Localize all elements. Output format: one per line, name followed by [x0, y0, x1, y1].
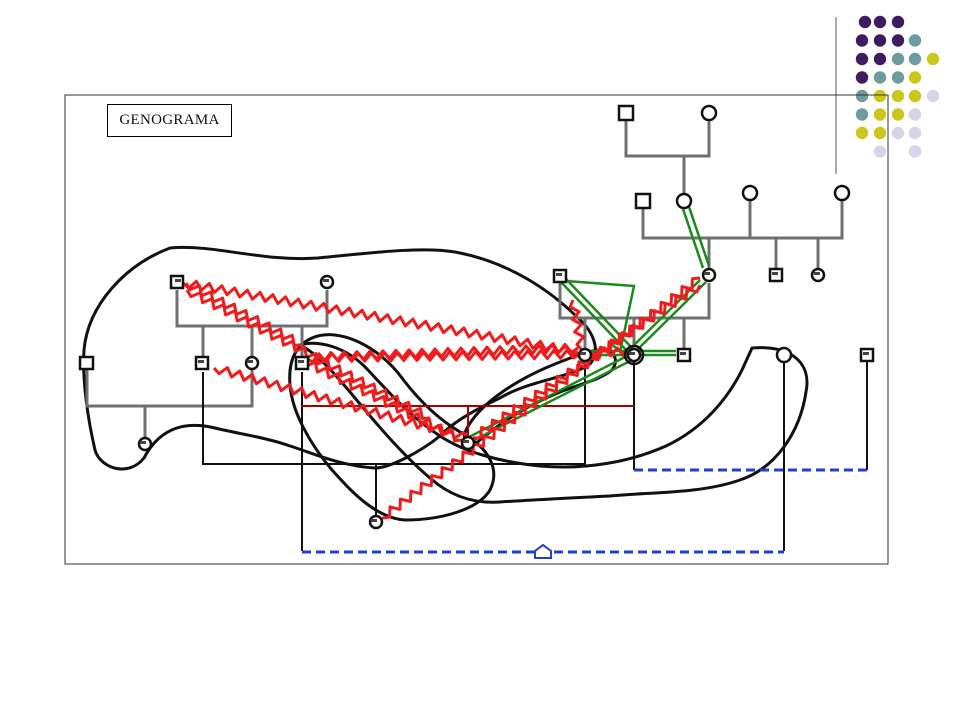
female-symbol-grandaunt [741, 184, 759, 202]
decorative-dot [891, 126, 905, 140]
union-line [302, 405, 634, 438]
family-lines [85, 120, 844, 440]
decorative-dot [855, 52, 869, 66]
decorative-dot [873, 71, 887, 84]
decorative-dot [855, 108, 869, 121]
decorative-dot [891, 15, 905, 29]
age-mark [704, 272, 710, 275]
decorative-dot [855, 89, 869, 103]
decorative-dot [908, 71, 922, 84]
decorative-dot [873, 126, 887, 140]
decorative-dot [926, 89, 940, 103]
decorative-dot [908, 89, 922, 103]
age-mark [175, 279, 181, 282]
age-marks [140, 272, 869, 522]
decorative-dot [891, 108, 905, 121]
conflict-zigzag-line [300, 359, 463, 443]
conflict-lines [181, 276, 702, 520]
age-mark [463, 440, 469, 443]
age-mark [629, 352, 635, 355]
age-mark [298, 360, 304, 363]
conflict-zigzag-line [181, 279, 579, 357]
conflict-zigzag-line [184, 282, 303, 347]
conflict-zigzag-line [212, 366, 470, 440]
conflict-zigzag-line [305, 348, 581, 364]
female-symbol-partner [775, 346, 793, 364]
decorative-dot [855, 34, 869, 47]
age-mark [814, 272, 820, 275]
pregnancy-symbol [534, 543, 552, 559]
age-mark [680, 352, 686, 355]
age-mark [863, 352, 869, 355]
female-symbol-index-outer [623, 344, 645, 366]
female-symbol-grandaunt-2 [833, 184, 851, 202]
decorative-dot [891, 52, 905, 66]
age-mark [323, 279, 329, 282]
conflict-zigzag-line [317, 343, 579, 363]
decorative-dot [926, 52, 940, 66]
genogram-frame [64, 94, 889, 565]
decorative-dot [855, 71, 869, 84]
decorative-dot [873, 52, 887, 66]
decorative-dot [908, 52, 922, 66]
decorative-dot [891, 89, 905, 103]
decorative-dot [908, 126, 922, 140]
decorative-dot [873, 15, 887, 29]
male-symbol-grandfather [634, 192, 652, 210]
decorative-dot [873, 34, 887, 47]
female-symbol-grandmother [675, 192, 693, 210]
decorative-dot [891, 34, 905, 47]
decorative-dot [873, 108, 887, 121]
decorative-dot [858, 15, 872, 29]
decorative-dot [873, 145, 887, 158]
female-symbol-great-grandmother [700, 104, 718, 122]
age-mark [247, 360, 253, 363]
conflict-zigzag-line [568, 299, 586, 352]
household-boundary-center [288, 333, 496, 522]
decorative-dot [891, 71, 905, 84]
age-mark [371, 519, 377, 522]
household-boundary-left [82, 245, 597, 471]
descent-lines [202, 362, 868, 551]
separation-lines [302, 468, 867, 554]
age-mark [580, 352, 586, 355]
age-mark [198, 360, 204, 363]
conflict-zigzag-line [381, 276, 701, 520]
male-symbol-uncle [78, 355, 95, 371]
decorative-dot [908, 145, 922, 158]
decorative-dot-grid [855, 15, 940, 158]
decorative-dot [908, 34, 922, 47]
decorative-dot [855, 126, 869, 140]
male-symbol-great-grandfather [617, 104, 635, 122]
page-title: GENOGRAMA [107, 104, 232, 137]
age-mark [140, 441, 146, 444]
decorative-dot [873, 89, 887, 103]
conflict-zigzag-line [591, 346, 631, 358]
age-mark [556, 273, 562, 276]
age-mark [772, 272, 778, 275]
conflict-zigzag-line [472, 284, 702, 440]
decorative-dot [908, 108, 922, 121]
household-boundary-right [295, 341, 809, 504]
